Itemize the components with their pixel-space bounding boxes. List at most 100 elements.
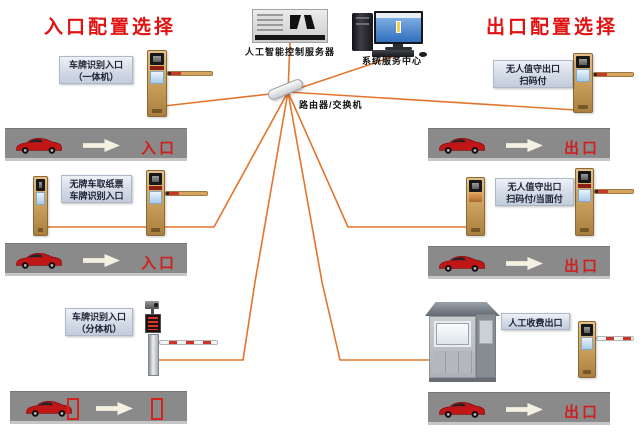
wire-exit-3 bbox=[287, 91, 431, 361]
kiosk-display bbox=[581, 324, 593, 336]
router-label: 路由器/交换机 bbox=[299, 100, 363, 110]
control-server bbox=[252, 9, 328, 43]
wire-service-center bbox=[287, 50, 411, 93]
kiosk-screen bbox=[581, 174, 588, 180]
entrance-config-label-ticket: 无牌车取纸票 车牌识别入口 bbox=[61, 175, 132, 203]
camera-body bbox=[145, 301, 159, 309]
entrance-kiosk-allinone bbox=[147, 50, 167, 117]
kiosk-display bbox=[36, 179, 45, 191]
direction-arrow-icon bbox=[506, 257, 543, 270]
led-display bbox=[145, 314, 161, 333]
config-label-line: 人工收费出口 bbox=[508, 318, 563, 328]
lane-label: 出口 bbox=[564, 140, 601, 157]
pc-monitor-base bbox=[385, 47, 412, 50]
pc-screen-titlebar bbox=[376, 13, 421, 18]
booth-side bbox=[476, 314, 496, 378]
lane-label: 出口 bbox=[564, 258, 601, 275]
entrance-section-title: 入口配置选择 bbox=[44, 17, 177, 38]
server-logo-icon bbox=[290, 15, 315, 29]
server-label: 人工智能控制服务器 bbox=[244, 47, 335, 57]
kiosk-base bbox=[580, 228, 589, 232]
kiosk-screen bbox=[584, 327, 590, 333]
missing-glyph-box bbox=[67, 398, 79, 420]
car-icon bbox=[16, 252, 62, 269]
car-icon bbox=[439, 401, 485, 418]
lane-label: 入口 bbox=[141, 255, 178, 272]
booth-window bbox=[434, 321, 471, 347]
barrier-arm bbox=[593, 72, 634, 77]
exit-lane-3: 出口 bbox=[428, 392, 610, 425]
exit-payment-kiosk bbox=[466, 177, 485, 236]
kiosk-display bbox=[469, 180, 482, 192]
pc-screen bbox=[376, 13, 421, 42]
config-label-line: 车牌识别入口 bbox=[68, 60, 123, 70]
barrier-arm bbox=[594, 189, 634, 194]
booth-panel bbox=[433, 351, 472, 373]
entrance-lane-3 bbox=[10, 391, 187, 424]
pc-screen-content bbox=[396, 21, 402, 33]
exit-config-label-manual-toll: 人工收费出口 bbox=[501, 313, 570, 330]
config-label-line: 扫码付/当面付 bbox=[506, 194, 563, 205]
kiosk-screen bbox=[579, 59, 587, 65]
kiosk-display bbox=[578, 171, 591, 183]
booth-side-window bbox=[479, 320, 493, 344]
exit-lane-1: 出口 bbox=[428, 128, 610, 161]
entrance-config-label-split: 车牌识别入口 （分体机） bbox=[65, 308, 133, 336]
booth-roof bbox=[425, 302, 500, 316]
kiosk-base bbox=[583, 370, 591, 374]
exit-kiosk-manual-toll bbox=[578, 321, 596, 378]
kiosk-base bbox=[38, 228, 43, 232]
config-label-line: 车牌识别入口 bbox=[71, 312, 126, 322]
wire-entrance-2 bbox=[40, 91, 289, 228]
entrance-kiosk-lpr bbox=[146, 170, 165, 236]
kiosk-panel bbox=[36, 192, 45, 205]
kiosk-base bbox=[471, 228, 480, 232]
kiosk-base bbox=[151, 228, 160, 232]
barrier-arm bbox=[165, 191, 208, 196]
barrier-arm-striped bbox=[596, 336, 634, 341]
direction-arrow-icon bbox=[506, 403, 543, 416]
direction-arrow-icon bbox=[96, 402, 133, 415]
exit-section-title: 出口配置选择 bbox=[486, 17, 619, 38]
led-text bbox=[148, 317, 158, 330]
missing-glyph-box bbox=[151, 398, 163, 420]
lpr-camera-icon bbox=[144, 301, 161, 314]
direction-arrow-icon bbox=[83, 254, 120, 267]
kiosk-panel bbox=[576, 69, 590, 82]
pc-monitor-stand bbox=[393, 44, 403, 47]
exit-kiosk-unattended bbox=[573, 53, 593, 113]
kiosk-screen bbox=[472, 183, 479, 189]
kiosk-red-sticker bbox=[150, 66, 164, 70]
kiosk-base bbox=[578, 105, 588, 109]
config-label-line: 扫码付 bbox=[519, 76, 547, 87]
config-label-line: （分体机） bbox=[76, 324, 122, 335]
pc-tower-slit bbox=[356, 17, 369, 19]
config-label-line: 无人值守出口 bbox=[507, 182, 562, 192]
car-icon bbox=[16, 137, 62, 154]
exit-config-label-unattended-scan-facepay: 无人值守出口 扫码付/当面付 bbox=[495, 178, 574, 206]
kiosk-display bbox=[149, 173, 162, 185]
kiosk-sticker bbox=[469, 193, 482, 202]
wire-exit-1 bbox=[287, 91, 577, 111]
lane-label: 入口 bbox=[141, 140, 178, 157]
exit-kiosk-unattended-facepay bbox=[575, 168, 594, 236]
kiosk-screen bbox=[152, 176, 159, 182]
config-label-line: 车牌识别入口 bbox=[69, 191, 124, 202]
kiosk-red-sticker bbox=[578, 184, 591, 188]
kiosk-screen bbox=[153, 56, 161, 62]
camera-lens bbox=[154, 303, 158, 307]
kiosk-panel bbox=[581, 337, 593, 350]
kiosk-red-sticker bbox=[149, 186, 162, 190]
kiosk-display bbox=[576, 56, 590, 68]
exit-lane-2: 出口 bbox=[428, 246, 610, 279]
entrance-config-label-allinone: 车牌识别入口 （一体机） bbox=[59, 56, 133, 84]
service-center-label: 系统服务中心 bbox=[361, 56, 422, 66]
barrier-pole bbox=[148, 334, 159, 376]
kiosk-base bbox=[152, 109, 162, 113]
config-label-line: 无牌车取纸票 bbox=[69, 179, 124, 189]
lane-label: 出口 bbox=[564, 404, 601, 421]
car-icon bbox=[439, 137, 485, 154]
kiosk-panel bbox=[150, 71, 164, 84]
kiosk-panel bbox=[149, 191, 162, 204]
pc-tower-slit bbox=[356, 23, 369, 25]
